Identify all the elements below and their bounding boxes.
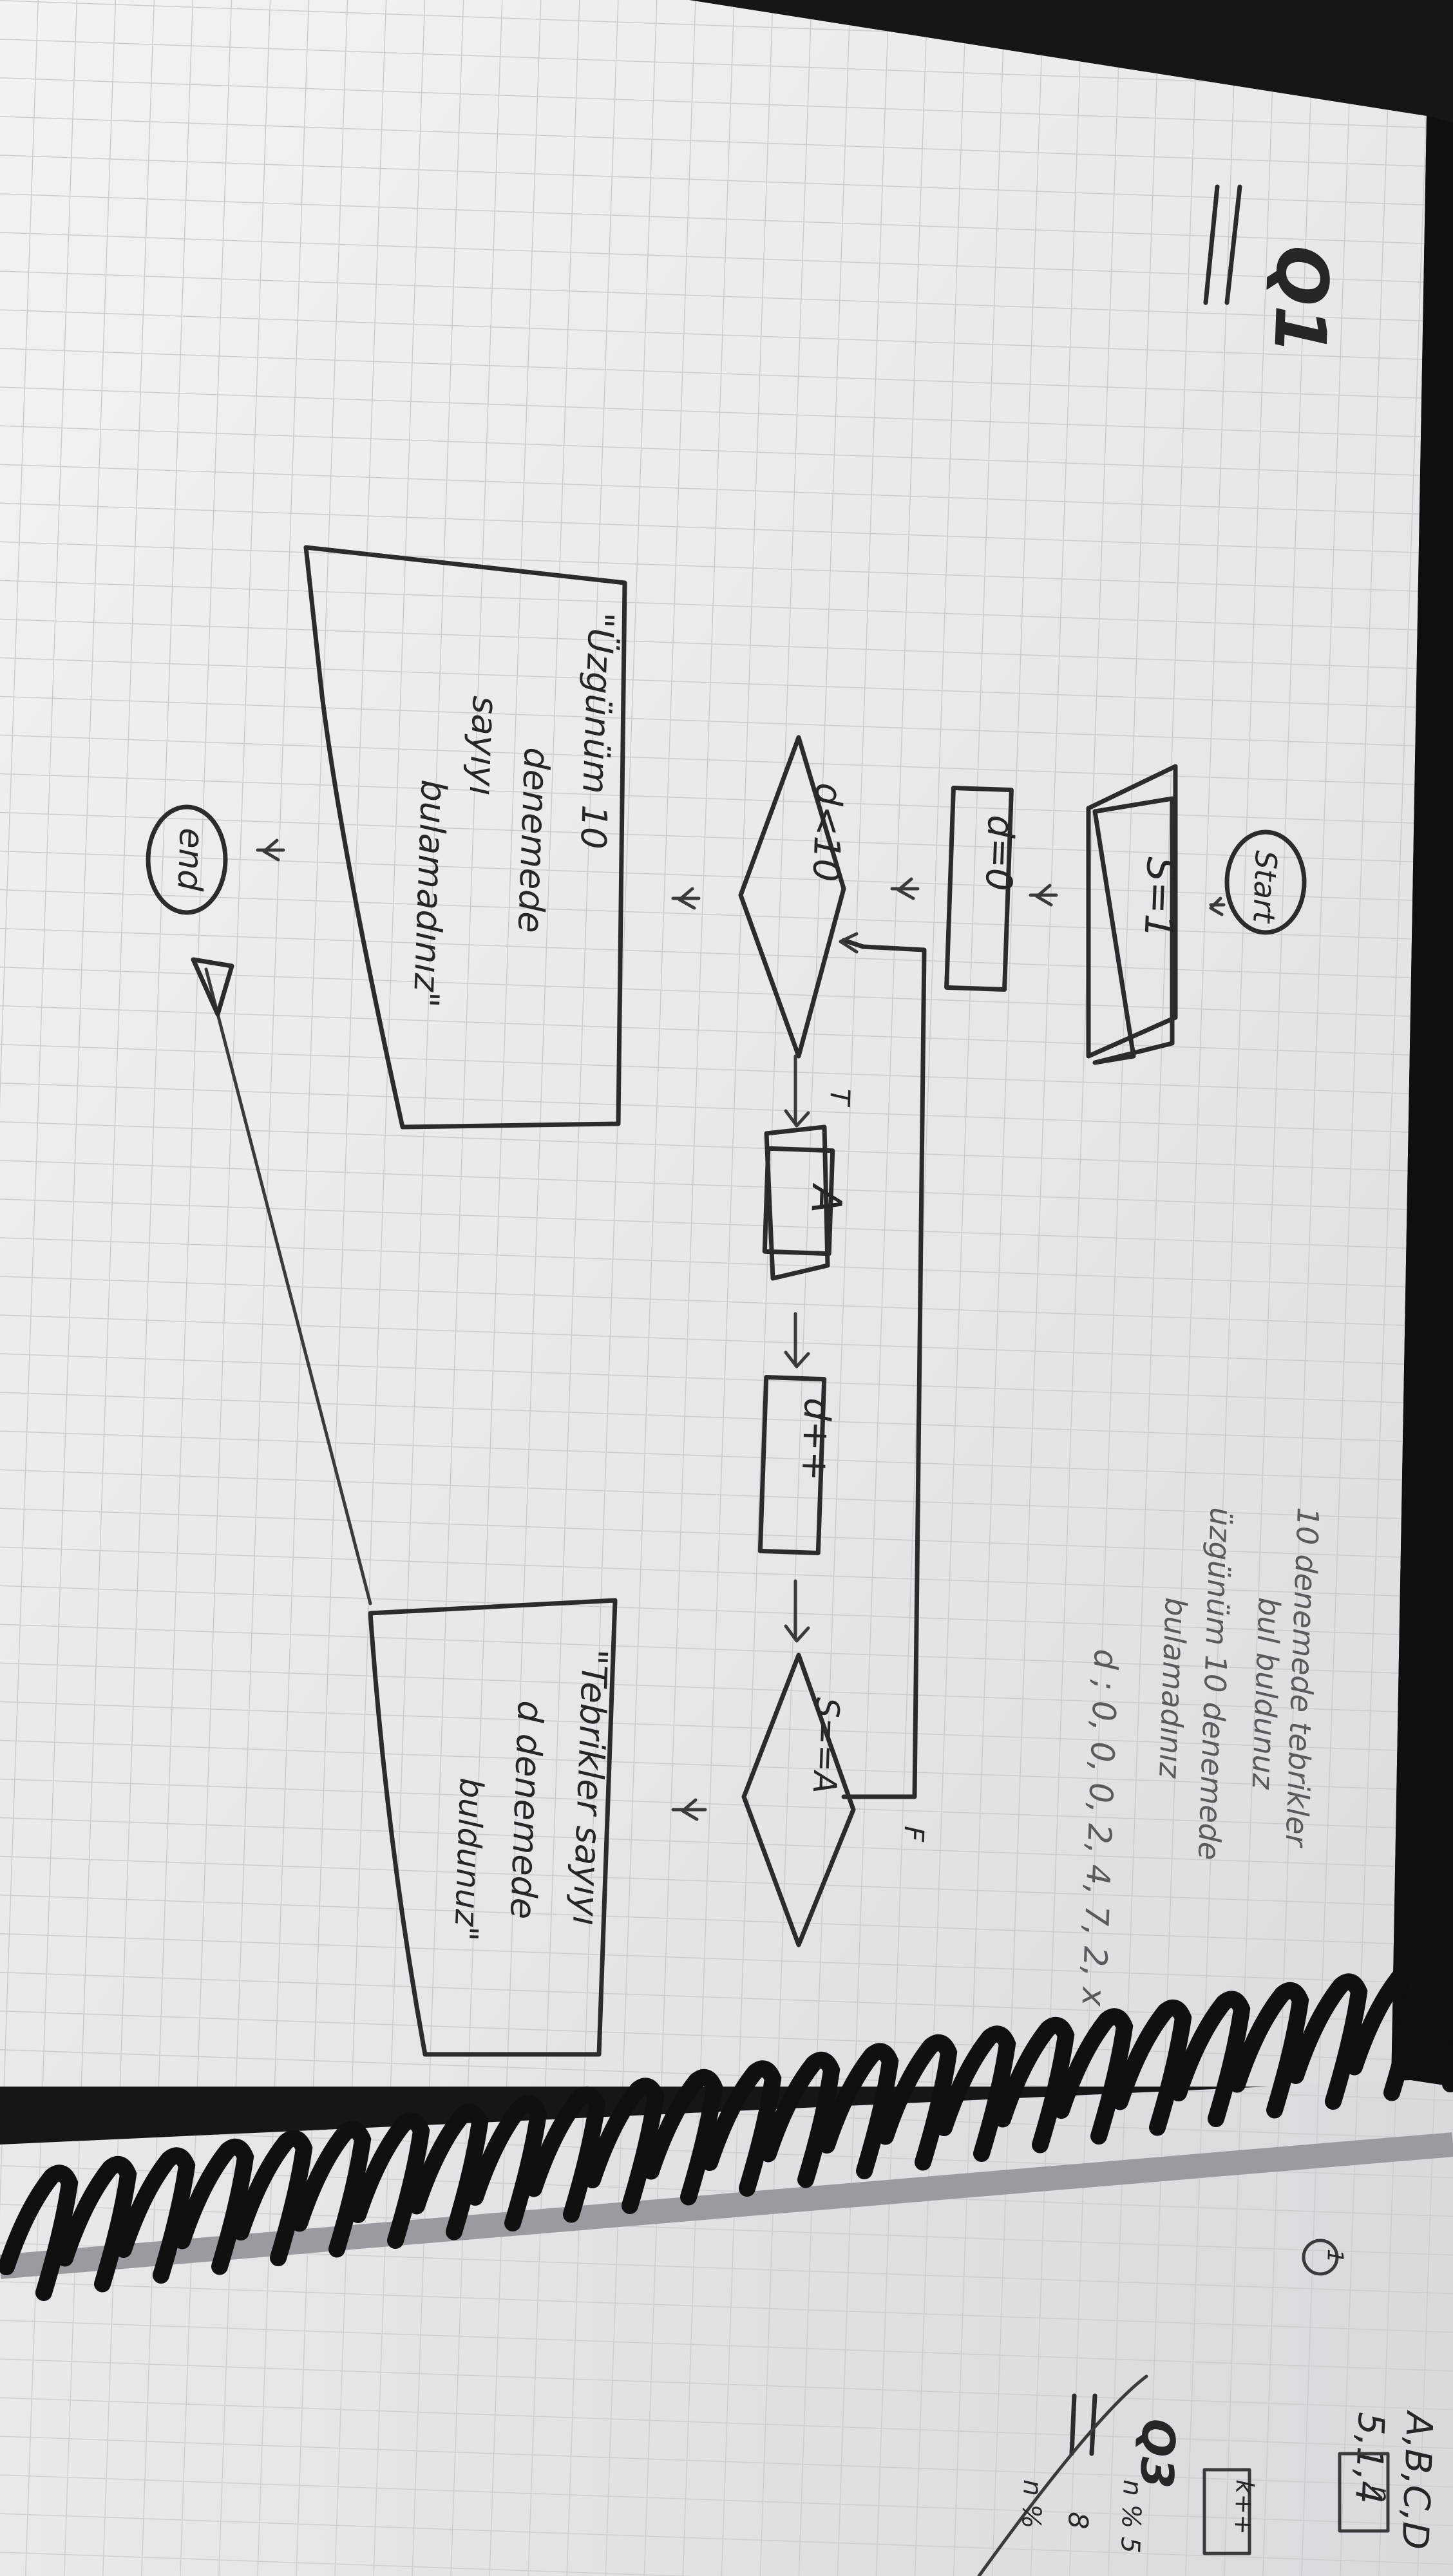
- fail-message-box: "Üzgünüm 10 denemede sayıyı bulamadınız": [303, 545, 627, 1130]
- spiral-ring: [1229, 1982, 1309, 2119]
- success-message-box: "Tebrikler sayıyı d denemede buldunuz": [368, 1598, 618, 2057]
- increment-d-box: d++: [757, 1375, 838, 1555]
- spiral-ring: [526, 2087, 606, 2223]
- svg-text:A: A: [801, 1182, 850, 1214]
- svg-text:A,B,C,D: A,B,C,D: [1394, 2410, 1441, 2551]
- spiral-ring: [0, 2164, 79, 2301]
- spiral-ring: [1053, 2008, 1134, 2145]
- spiral-binding: [0, 1961, 1453, 2301]
- svg-text:bulamadınız": bulamadınız": [406, 779, 454, 1009]
- spiral-ring: [760, 2052, 840, 2188]
- input-s-box: S=1: [1086, 764, 1183, 1065]
- svg-text:"Üzgünüm 10: "Üzgünüm 10: [573, 612, 622, 850]
- svg-text:8: 8: [1062, 2512, 1094, 2530]
- spiral-ring: [57, 2156, 137, 2293]
- svg-text:d<10: d<10: [804, 782, 850, 883]
- svg-text:Q3: Q3: [1130, 2418, 1185, 2489]
- true-branch-arrow: T: [784, 1054, 856, 1128]
- svg-text:k++: k++: [1229, 2479, 1259, 2535]
- svg-text:T: T: [824, 1088, 856, 1108]
- false-loop-line: F: [839, 932, 930, 1843]
- svg-text:S==A: S==A: [806, 1697, 846, 1795]
- svg-text:bulamadınız: bulamadınız: [1152, 1597, 1193, 1779]
- spiral-ring: [643, 2069, 723, 2206]
- spiral-ring: [1112, 2000, 1192, 2136]
- svg-text:end: end: [170, 828, 211, 893]
- svg-text:buldunuz": buldunuz": [447, 1777, 490, 1942]
- svg-text:S=1: S=1: [1135, 856, 1183, 939]
- svg-text:F: F: [898, 1826, 930, 1843]
- end-terminal: end: [146, 804, 228, 915]
- spiral-ring: [1346, 1965, 1427, 2101]
- binding-rail: [0, 2132, 1453, 2279]
- spiral-ring: [350, 2112, 430, 2249]
- svg-text:Q1: Q1: [1258, 244, 1344, 356]
- spiral-ring: [701, 2060, 782, 2197]
- spiral-ring: [819, 2043, 899, 2179]
- svg-text:n: n: [1365, 2486, 1395, 2503]
- svg-text:n % 5: n % 5: [1115, 2479, 1147, 2554]
- svg-text:5,1,4: 5,1,4: [1347, 2412, 1392, 2505]
- start-terminal: Start: [1224, 829, 1307, 935]
- spiral-ring: [1405, 1961, 1453, 2092]
- svg-text:denemede: denemede: [510, 747, 557, 934]
- next-page-content: 1 Q3 A,B,C,D 5,1,4 n k++ n % 5 8 n %: [977, 2239, 1441, 2576]
- spiral-ring: [584, 2078, 665, 2214]
- svg-text:d denemede: d denemede: [502, 1700, 551, 1920]
- spiral-ring: [1287, 1973, 1368, 2110]
- svg-text:bul buldunuz: bul buldunuz: [1246, 1597, 1287, 1790]
- spiral-ring: [877, 2034, 958, 2171]
- svg-text:n %: n %: [1016, 2479, 1047, 2530]
- decision-d-lt-10: d<10: [738, 735, 850, 1059]
- svg-text:Start: Start: [1246, 850, 1284, 925]
- spiral-ring: [233, 2130, 313, 2266]
- spiral-ring: [291, 2121, 372, 2258]
- svg-text:sayıyı: sayıyı: [462, 696, 506, 797]
- spiral-ring: [936, 2025, 1016, 2162]
- success-to-end-line: [191, 957, 372, 1605]
- spiral-ring: [115, 2147, 196, 2284]
- decision-s-eq-a: S==A: [741, 1653, 856, 1947]
- spiral-ring: [467, 2095, 547, 2231]
- svg-text:"Tebrikler sayıyı: "Tebrikler sayıyı: [565, 1649, 615, 1927]
- spiral-ring: [408, 2104, 489, 2240]
- init-d-box: d=0: [944, 786, 1021, 992]
- spiral-ring: [174, 2139, 254, 2275]
- spiral-ring: [1170, 1991, 1251, 2127]
- svg-text:d=0: d=0: [977, 815, 1021, 892]
- svg-text:1: 1: [1322, 2249, 1348, 2264]
- spiral-ring: [994, 2017, 1075, 2154]
- svg-text:d++: d++: [793, 1397, 837, 1482]
- page-label-q1: Q1: [1203, 184, 1344, 357]
- input-a-box: A: [762, 1124, 850, 1281]
